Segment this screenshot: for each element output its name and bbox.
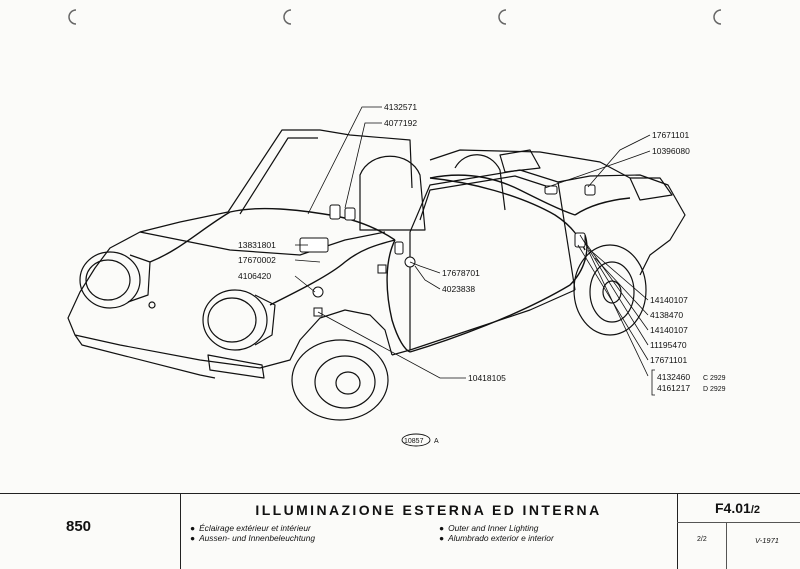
label-d2929: D 2929 — [703, 386, 726, 393]
label-17671101-bottom: 17671101 — [650, 355, 687, 365]
bullet-icon: ● — [190, 533, 196, 543]
part-labels: 4132571 4077192 17671101 10396080 138318… — [238, 102, 726, 393]
code-cell: F4.01/2 2/2 V-1971 — [677, 494, 800, 569]
label-14140107-a: 14140107 — [650, 295, 688, 305]
desc-fr-line: ●Éclairage extérieur et intérieur — [190, 523, 315, 533]
desc-column-1: ●Éclairage extérieur et intérieur ●Ausse… — [190, 523, 315, 543]
desc-fr: Éclairage extérieur et intérieur — [199, 523, 311, 533]
label-4161217: 4161217 — [657, 383, 690, 393]
label-4023838: 4023838 — [442, 284, 475, 294]
label-14140107-b: 14140107 — [650, 325, 688, 335]
code-main: F4.01 — [715, 500, 751, 516]
binder-holes — [68, 9, 722, 25]
leader-lines — [294, 106, 655, 396]
code-sub: /2 — [750, 504, 760, 516]
model-cell: 850 — [0, 494, 181, 569]
label-10418105: 10418105 — [468, 373, 506, 383]
label-17670002: 17670002 — [238, 255, 276, 265]
label-17671101-top: 17671101 — [652, 130, 689, 140]
desc-de: Aussen- und Innenbeleuchtung — [199, 533, 316, 543]
desc-column-2: ●Outer and Inner Lighting ●Alumbrado ext… — [439, 523, 554, 543]
edition-date: V-1971 — [755, 536, 779, 545]
label-17678701: 17678701 — [442, 268, 480, 278]
label-13831801: 13831801 — [238, 240, 276, 250]
desc-en: Outer and Inner Lighting — [448, 523, 539, 533]
desc-es: Alumbrado exterior e interior — [448, 533, 554, 543]
label-4138470: 4138470 — [650, 310, 683, 320]
bullet-icon: ● — [439, 533, 445, 543]
bullet-icon: ● — [190, 523, 196, 533]
label-c2929: C 2929 — [703, 375, 726, 382]
label-4132571: 4132571 — [384, 102, 417, 112]
code-divider — [677, 522, 800, 523]
label-4106420: 4106420 — [238, 271, 271, 281]
model-number: 850 — [66, 518, 92, 535]
label-4077192: 4077192 — [384, 118, 417, 128]
desc-en-line: ●Outer and Inner Lighting — [439, 523, 554, 533]
desc-es-line: ●Alumbrado exterior e interior — [439, 533, 554, 543]
bullet-icon: ● — [439, 523, 445, 533]
figure-letter: A — [434, 438, 439, 445]
page-number: 2/2 — [697, 536, 707, 543]
car-outline — [67, 129, 686, 421]
section-title: ILLUMINAZIONE ESTERNA ED INTERNA — [255, 502, 602, 518]
figure-number: 10857 — [404, 438, 424, 445]
wiring-harness — [149, 174, 631, 353]
figure-reference: 10857 A — [401, 433, 439, 447]
label-4132460: 4132460 — [657, 372, 690, 382]
title-cell: ILLUMINAZIONE ESTERNA ED INTERNA ●Éclair… — [180, 494, 678, 569]
code-vertical-divider — [726, 522, 727, 569]
label-11195470: 11195470 — [650, 340, 687, 350]
section-code: F4.01/2 — [715, 500, 760, 516]
title-block: 850 ILLUMINAZIONE ESTERNA ED INTERNA ●Éc… — [0, 493, 800, 569]
label-10396080: 10396080 — [652, 146, 690, 156]
desc-de-line: ●Aussen- und Innenbeleuchtung — [190, 533, 315, 543]
